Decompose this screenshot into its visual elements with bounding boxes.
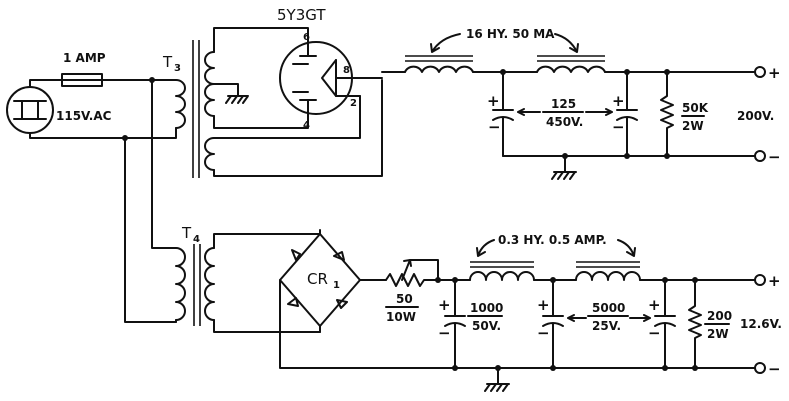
ac-plug-icon bbox=[6, 86, 54, 134]
annotation-arrow bbox=[617, 239, 636, 257]
plus-sign: + bbox=[487, 92, 500, 110]
t3-secondary-inductor-icon bbox=[204, 51, 215, 117]
minus-sign: − bbox=[648, 324, 661, 342]
annotation-arrow bbox=[585, 108, 613, 116]
wire bbox=[213, 27, 309, 53]
lv-cap2-voltage: 25V. bbox=[592, 319, 621, 333]
minus-sign: − bbox=[537, 324, 550, 342]
t4-primary-inductor-icon bbox=[175, 247, 186, 321]
capacitor-icon bbox=[654, 279, 676, 369]
plus-sign: + bbox=[648, 296, 661, 314]
lv-choke2-inductor-icon bbox=[575, 261, 641, 281]
hv-choke-label: 16 HY. 50 MA bbox=[466, 27, 555, 41]
wire bbox=[213, 83, 239, 97]
hv-cap-value: 125 bbox=[551, 97, 576, 111]
hv-choke1-inductor-icon bbox=[404, 55, 474, 73]
wire bbox=[279, 279, 756, 369]
lv-choke-label: 0.3 HY. 0.5 AMP. bbox=[498, 233, 607, 247]
capacitor-icon bbox=[542, 279, 564, 369]
lv-positive-terminal[interactable] bbox=[754, 274, 766, 286]
source-voltage-label: 115V.AC bbox=[56, 109, 112, 123]
pot-power: 10W bbox=[386, 310, 416, 324]
pot-value: 50 bbox=[396, 292, 413, 306]
wire bbox=[213, 319, 321, 333]
lv-cap1-value: 1000 bbox=[470, 301, 503, 315]
wire bbox=[151, 79, 177, 249]
ground-icon bbox=[551, 171, 577, 180]
lv-cap1-voltage: 50V. bbox=[472, 319, 501, 333]
tube-pin-4: 4 bbox=[303, 120, 310, 131]
plus-sign: + bbox=[537, 296, 550, 314]
lv-cap2-value: 5000 bbox=[592, 301, 625, 315]
plus-sign: + bbox=[768, 64, 781, 82]
tube-name-label: 5Y3GT bbox=[277, 6, 326, 24]
lv-resistor-power: 2W bbox=[707, 327, 729, 341]
t3-filament-inductor-icon bbox=[204, 137, 215, 171]
t3-core bbox=[192, 40, 200, 178]
hv-cap-voltage: 450V. bbox=[546, 115, 583, 129]
annotation-arrow bbox=[430, 33, 461, 53]
t3-primary-inductor-icon bbox=[175, 79, 186, 129]
wire bbox=[29, 79, 63, 88]
potentiometer-icon bbox=[385, 259, 439, 287]
wire bbox=[213, 95, 361, 139]
bridge-label: CR bbox=[307, 270, 328, 288]
minus-sign: − bbox=[612, 118, 625, 136]
annotation-arrow bbox=[517, 108, 541, 116]
hv-output-voltage: 200V. bbox=[737, 109, 774, 123]
t4-sub: 4 bbox=[193, 234, 200, 245]
fuse-rating-label: 1 AMP bbox=[63, 51, 106, 65]
tube-pin-2: 2 bbox=[350, 98, 357, 109]
wire bbox=[124, 137, 177, 323]
tube-pin-6: 6 bbox=[303, 32, 310, 43]
hv-resistor-value: 50K bbox=[682, 101, 709, 115]
tube-pin-8: 8 bbox=[343, 65, 350, 76]
plus-sign: + bbox=[612, 92, 625, 110]
minus-sign: − bbox=[768, 148, 781, 166]
resistor-icon bbox=[660, 71, 674, 157]
annotation-arrow bbox=[629, 314, 651, 322]
wire bbox=[213, 79, 383, 177]
plus-sign: + bbox=[438, 296, 451, 314]
ground-icon bbox=[484, 383, 510, 392]
lv-choke1-inductor-icon bbox=[469, 261, 535, 281]
annotation-arrow bbox=[476, 239, 495, 257]
t4-label: T bbox=[181, 224, 192, 242]
hv-choke2-inductor-icon bbox=[536, 55, 606, 73]
lv-negative-terminal[interactable] bbox=[754, 362, 766, 374]
capacitor-icon bbox=[616, 71, 638, 157]
minus-sign: − bbox=[768, 360, 781, 378]
capacitor-icon bbox=[492, 71, 514, 157]
t4-secondary-inductor-icon bbox=[204, 247, 215, 321]
t3-sub: 3 bbox=[174, 63, 181, 74]
minus-sign: − bbox=[488, 118, 501, 136]
minus-sign: − bbox=[438, 324, 451, 342]
lv-resistor-value: 200 bbox=[707, 309, 732, 323]
t3-label: T bbox=[162, 53, 173, 71]
hv-negative-terminal[interactable] bbox=[754, 150, 766, 162]
wire bbox=[29, 132, 126, 139]
hv-resistor-power: 2W bbox=[682, 119, 704, 133]
annotation-arrow bbox=[567, 314, 587, 322]
tube-icon bbox=[279, 41, 353, 115]
plus-sign: + bbox=[768, 272, 781, 290]
capacitor-icon bbox=[444, 279, 466, 369]
wire bbox=[213, 111, 309, 129]
lv-output-voltage: 12.6V. bbox=[740, 317, 782, 331]
t4-core bbox=[193, 244, 201, 326]
bridge-sub: 1 bbox=[333, 280, 340, 291]
annotation-arrow bbox=[554, 33, 579, 53]
fuse-icon bbox=[61, 73, 103, 87]
wire bbox=[124, 127, 177, 139]
hv-positive-terminal[interactable] bbox=[754, 66, 766, 78]
resistor-icon bbox=[688, 279, 702, 369]
ground-icon bbox=[225, 95, 249, 104]
wire bbox=[213, 233, 321, 249]
